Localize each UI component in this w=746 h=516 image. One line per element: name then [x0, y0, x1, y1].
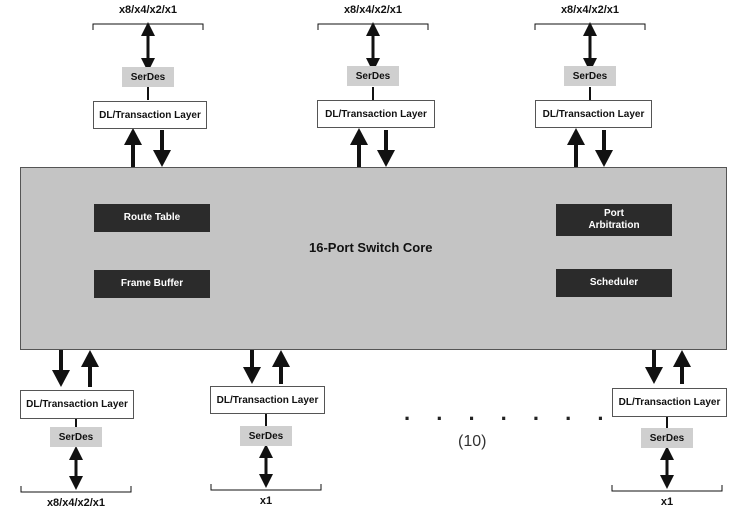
bottom-port-3-lane-label: x1	[660, 496, 674, 508]
port-arbitration-line1: Port	[604, 208, 624, 219]
bottom-port-3-dl-transaction-layer: DL/Transaction Layer	[612, 388, 727, 417]
bottom-port-1-dl-transaction-layer: DL/Transaction Layer	[20, 390, 134, 419]
port-arbitration-line2: Arbitration	[588, 220, 640, 231]
top-port-3-serdes: SerDes	[564, 66, 616, 86]
bottom-port-3-serdes: SerDes	[641, 428, 693, 448]
lane-bracket	[210, 484, 322, 491]
top-port-3-dl-transaction-layer: DL/Transaction Layer	[535, 100, 652, 128]
frame-buffer-block: Frame Buffer	[94, 270, 210, 298]
top-port-1-links	[92, 22, 204, 167]
bottom-port-2-dl-transaction-layer: DL/Transaction Layer	[210, 386, 325, 414]
bottom-port-2-serdes: SerDes	[240, 426, 292, 446]
bottom-port-1-serdes: SerDes	[50, 427, 102, 447]
lane-bracket	[611, 485, 723, 492]
top-port-3-lane-label: x8/x4/x2/x1	[560, 4, 620, 16]
route-table-block: Route Table	[94, 204, 210, 232]
top-port-2-dl-transaction-layer: DL/Transaction Layer	[317, 100, 435, 128]
bottom-port-2-links	[210, 350, 322, 491]
top-port-2-lane-label: x8/x4/x2/x1	[343, 4, 403, 16]
bottom-port-2-lane-label: x1	[259, 495, 273, 507]
bottom-port-1-links	[20, 350, 132, 493]
port-arbitration-block: Port Arbitration	[556, 204, 672, 236]
bottom-port-3-links	[611, 350, 723, 492]
top-port-1-lane-label: x8/x4/x2/x1	[118, 4, 178, 16]
scheduler-block: Scheduler	[556, 269, 672, 297]
more-ports-ellipsis: . . . . . . .	[404, 400, 614, 425]
lane-bracket	[20, 486, 132, 493]
top-port-2-serdes: SerDes	[347, 66, 399, 86]
top-port-2-links	[317, 22, 429, 167]
top-port-1-serdes: SerDes	[122, 67, 174, 87]
top-port-3-links	[534, 22, 646, 167]
top-port-1-dl-transaction-layer: DL/Transaction Layer	[93, 101, 207, 129]
switch-core: Route Table Frame Buffer 16-Port Switch …	[20, 167, 727, 350]
bottom-port-1-lane-label: x8/x4/x2/x1	[46, 497, 106, 509]
additional-ports-count: (10)	[458, 433, 487, 450]
switch-core-title: 16-Port Switch Core	[309, 240, 433, 255]
